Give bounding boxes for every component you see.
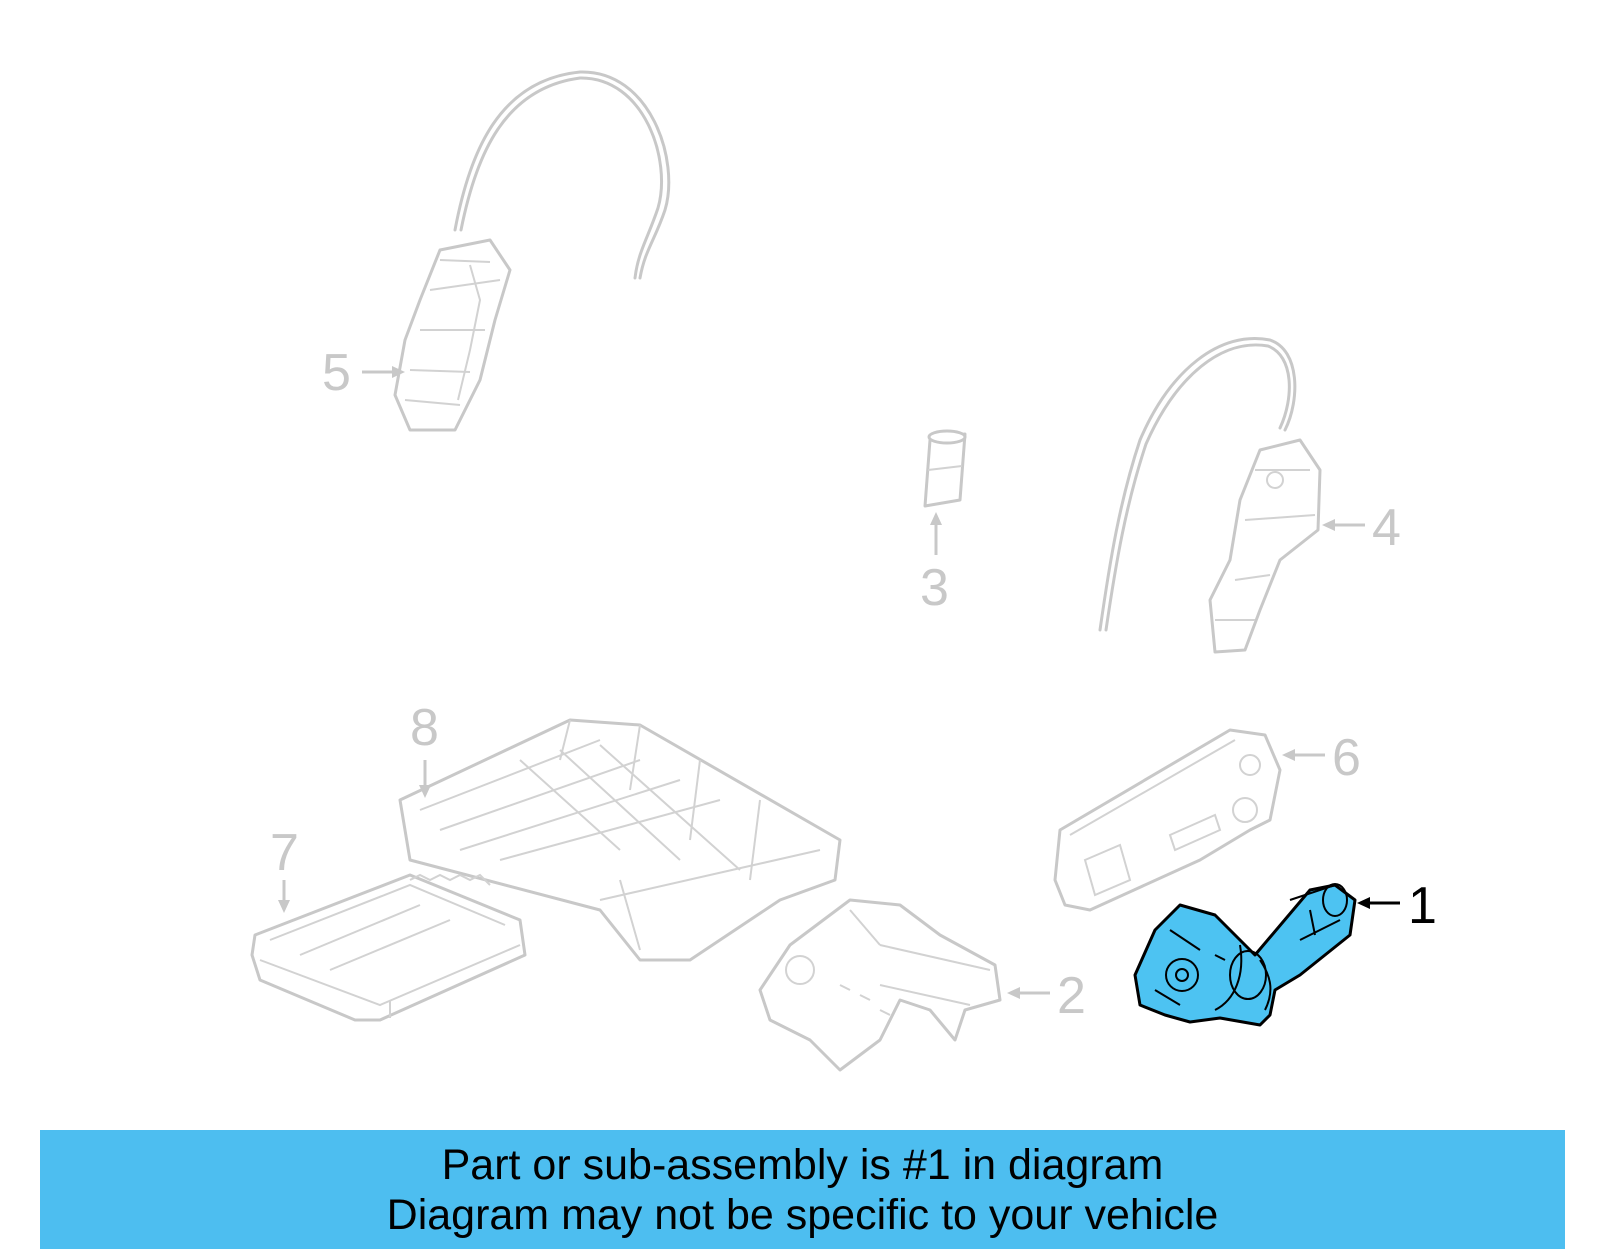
callout-6-label: 6 [1332,729,1361,787]
callout-2-label: 2 [1057,967,1086,1025]
callout-1-label: 1 [1408,877,1437,935]
callout-8-label: 8 [410,699,439,757]
callout-7-label: 7 [270,824,299,882]
callout-4: 4 [1322,499,1401,557]
part-7-control-module [250,873,527,1022]
part-5-cable-motor [393,70,671,432]
part-3-cylinder [923,429,967,508]
callout-5-label: 5 [322,344,351,402]
info-banner: Part or sub-assembly is #1 in diagram Di… [40,1130,1565,1249]
callout-2: 2 [1007,967,1086,1025]
callout-8: 8 [410,699,439,798]
part-1-highlighted-motor [1133,883,1357,1027]
banner-line-1: Part or sub-assembly is #1 in diagram [441,1140,1164,1189]
callout-5: 5 [322,344,405,402]
callout-3: 3 [920,512,949,617]
callout-7: 7 [270,824,299,913]
banner-line-2: Diagram may not be specific to your vehi… [386,1190,1219,1239]
callout-3-label: 3 [920,559,949,617]
callout-6: 6 [1282,729,1361,787]
callout-1: 1 [1357,877,1437,935]
callout-4-label: 4 [1372,499,1401,557]
part-4-cable-motor [1098,337,1322,654]
part-8-seat-frame [398,718,842,962]
part-6-switch-panel [1053,728,1282,912]
part-2-gear-motor [758,898,1002,1072]
